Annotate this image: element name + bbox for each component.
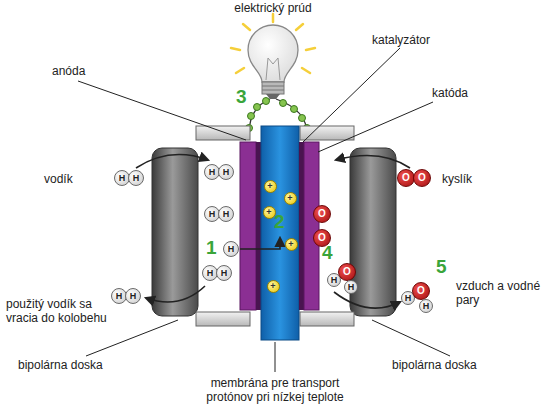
callout-number: 2: [274, 212, 290, 232]
atom-symbol: O: [417, 286, 425, 296]
current-label: elektrický prúd: [213, 1, 333, 15]
catalyst-left: [256, 142, 261, 310]
atom-symbol: O: [343, 267, 351, 277]
part-label: membrána pre transport protónov pri nízk…: [190, 376, 360, 404]
proton: +: [284, 192, 297, 205]
membrane: [261, 126, 299, 340]
part-label: katóda: [432, 86, 492, 100]
gas-label: kyslík: [442, 172, 502, 186]
atom-symbol: H: [133, 174, 140, 183]
part-label: anóda: [52, 64, 102, 78]
atom-symbol: H: [209, 210, 216, 219]
hydrogen-atom: H: [419, 299, 433, 313]
proton: +: [285, 238, 298, 251]
atom-symbol: H: [348, 283, 355, 292]
atom-symbol: H: [207, 269, 214, 278]
atom-symbol: H: [405, 294, 412, 303]
atom-symbol: O: [402, 173, 410, 183]
callout-number: 5: [436, 257, 452, 277]
oxygen-atom: O: [413, 169, 431, 187]
atom-symbol: O: [418, 173, 426, 183]
atom-symbol: H: [223, 168, 230, 177]
atom-symbol: H: [221, 269, 228, 278]
callout-number: 3: [236, 87, 252, 107]
hydrogen-atom: H: [216, 265, 232, 281]
callout-number: 1: [206, 238, 220, 258]
return-label: použitý vodík sa vracia do kolobehu: [6, 297, 110, 325]
atom-symbol: H: [223, 210, 230, 219]
gas-label: vodík: [44, 172, 94, 186]
output-label: vzduch a vodné pary: [456, 279, 542, 307]
atom-symbol: +: [288, 240, 293, 249]
atom-symbol: H: [209, 168, 216, 177]
flow-arrows: [136, 155, 410, 309]
atom-symbol: H: [130, 292, 137, 301]
proton: +: [267, 280, 280, 293]
atom-symbol: H: [331, 276, 338, 285]
hydrogen-atom: H: [223, 241, 239, 257]
part-label: bipolárna doska: [18, 358, 138, 372]
atom-symbol: H: [228, 245, 235, 254]
cathode: [304, 142, 319, 310]
atom-symbol: +: [266, 208, 271, 217]
oxygen-atom: O: [313, 205, 331, 223]
oxygen-atom: O: [313, 229, 331, 247]
proton: +: [263, 206, 276, 219]
light-bulb: [248, 25, 298, 99]
part-label: bipolárna doska: [392, 358, 512, 372]
hydrogen-atom: H: [218, 206, 234, 222]
catalyst-right: [299, 142, 304, 310]
oxygen-atom: O: [338, 263, 356, 281]
oxygen-atom: O: [412, 282, 430, 300]
atom-symbol: +: [267, 182, 272, 191]
hydrogen-atom: H: [344, 280, 358, 294]
proton: +: [264, 180, 277, 193]
part-label: katalyzátor: [372, 33, 462, 47]
atom-symbol: H: [119, 174, 126, 183]
atom-symbol: +: [287, 194, 292, 203]
hydrogen-atom: H: [128, 170, 144, 186]
atom-symbol: H: [116, 292, 123, 301]
hydrogen-atom: H: [125, 288, 141, 304]
hydrogen-atom: H: [218, 164, 234, 180]
atom-symbol: O: [318, 233, 326, 243]
atom-symbol: O: [318, 209, 326, 219]
atom-symbol: H: [423, 302, 430, 311]
atom-symbol: +: [270, 282, 275, 291]
anode: [240, 142, 256, 310]
leader-lines: [78, 48, 450, 372]
